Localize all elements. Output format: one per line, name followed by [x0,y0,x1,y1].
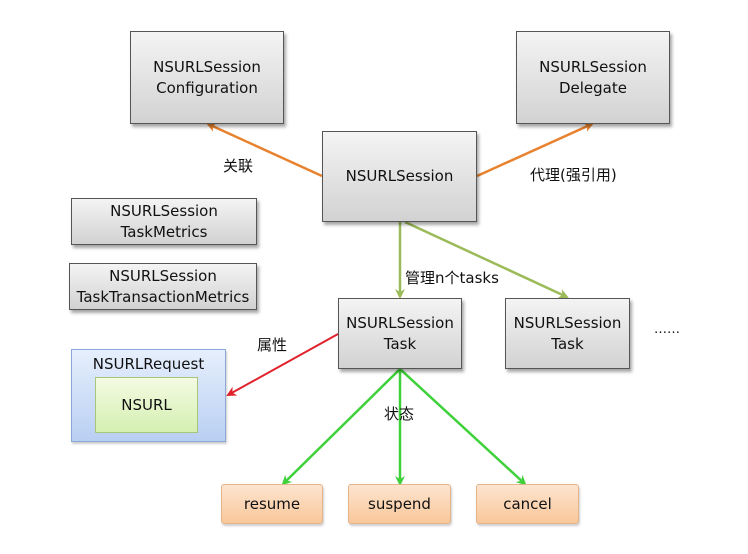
edge-label-property: 属性 [257,336,288,354]
more-tasks-ellipsis: …… [654,322,680,337]
node-session-configuration: NSURLSession Configuration [130,31,284,124]
edge-task-to-cancel [399,368,527,486]
edge-label-state: 状态 [384,405,415,423]
edge-session-to-configuration [206,122,323,178]
edge-session-to-delegate [476,122,594,178]
node-suspend: suspend [348,484,451,524]
node-task-transaction-metrics: NSURLSession TaskTransactionMetrics [69,263,257,310]
edge-label-delegate-strong-ref: 代理(强引用) [530,166,617,184]
node-session: NSURLSession [322,131,477,222]
edge-label-manages-n-tasks: 管理n个tasks [405,269,499,287]
edge-task-to-request [226,333,339,396]
edge-task-to-resume [281,368,401,486]
node-resume: resume [221,484,323,524]
node-cancel: cancel [476,484,579,524]
edge-session-to-task-2 [404,220,569,299]
node-url: NSURL [95,377,198,433]
node-session-delegate: NSURLSession Delegate [516,31,670,124]
node-task-metrics: NSURLSession TaskMetrics [71,198,257,245]
node-session-task-1: NSURLSession Task [338,298,462,369]
node-session-task-2: NSURLSession Task [505,298,630,369]
edge-label-association: 关联 [223,157,254,175]
